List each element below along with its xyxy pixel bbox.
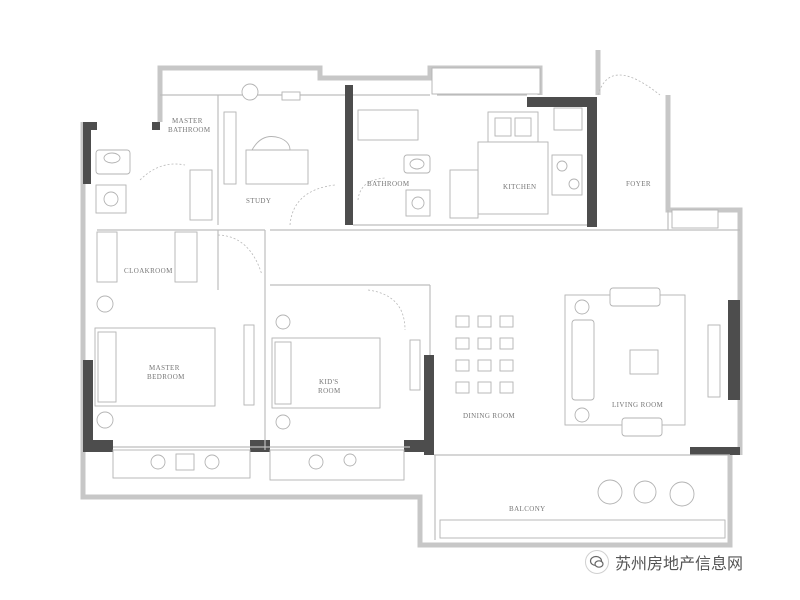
nightstand-icon: [96, 411, 114, 429]
label-master-bathroom-1: MASTER: [172, 117, 203, 125]
label-balcony: BALCONY: [509, 505, 546, 513]
desk-icon: [245, 149, 309, 185]
partitions: [97, 94, 740, 540]
label-foyer: FOYER: [626, 180, 651, 188]
chair-icon: [251, 136, 291, 151]
wechat-icon: [585, 550, 609, 574]
stool-icon: [343, 453, 357, 467]
counter-icon: [477, 141, 549, 215]
living-furniture: [564, 287, 721, 437]
nightstand-icon: [275, 314, 291, 330]
label-kids-room-1: KID'S: [319, 378, 339, 386]
label-dining-room: DINING ROOM: [463, 412, 515, 420]
door-swing-icon: [357, 177, 386, 201]
label-study: STUDY: [246, 197, 271, 205]
label-cloakroom: CLOAKROOM: [124, 267, 173, 275]
balcony-furniture: [112, 449, 726, 539]
entry-door-swing-icon: [597, 74, 661, 96]
master-bedroom-furniture: [94, 295, 255, 429]
bookshelf-icon: [223, 111, 237, 185]
desk-icon: [409, 339, 421, 391]
label-bathroom: BATHROOM: [367, 180, 410, 188]
window-unit-icon: [431, 67, 541, 95]
sofa-icon: [571, 319, 595, 401]
study-furniture: [223, 83, 336, 226]
round-table-icon: [633, 480, 657, 504]
chair-icon: [150, 454, 166, 470]
kitchen-fixtures: [431, 67, 583, 219]
label-master-bedroom-2: BEDROOM: [147, 373, 185, 381]
coffee-table-icon: [629, 349, 659, 375]
structural-walls: [83, 85, 740, 455]
wardrobe-icon: [96, 231, 118, 283]
tv-unit-icon: [243, 324, 255, 406]
bathtub-icon: [357, 109, 419, 141]
fridge-icon: [449, 169, 479, 219]
vanity-icon: [189, 169, 213, 221]
plant-icon: [308, 454, 324, 470]
label-master-bedroom-1: MASTER: [149, 364, 180, 372]
plant-icon: [241, 83, 259, 101]
balcony-rail-icon: [439, 519, 726, 539]
lounge-chair-icon: [597, 479, 623, 505]
window-bay-icon: [112, 449, 251, 479]
foyer-fixtures: [597, 74, 719, 229]
label-kitchen: KITCHEN: [503, 183, 537, 191]
kids-room-furniture: [271, 289, 421, 430]
master-bathroom-fixtures: [95, 149, 213, 221]
door-swing-icon: [289, 184, 336, 226]
stove-icon: [551, 154, 583, 196]
wardrobe-icon: [174, 231, 198, 283]
dining-chair-icon: [455, 315, 470, 328]
watermark-text: 苏州房地产信息网: [615, 554, 744, 573]
watermark: 苏州房地产信息网: [585, 550, 743, 574]
shoe-cabinet-icon: [671, 209, 719, 229]
chair-icon: [204, 454, 220, 470]
label-master-bathroom-2: BATHROOM: [168, 126, 211, 134]
door-swing-icon: [367, 289, 406, 331]
window-bay-icon: [269, 449, 405, 481]
nightstand-icon: [96, 295, 114, 313]
lounge-chair-icon: [669, 481, 695, 507]
dining-furniture: [455, 315, 514, 394]
nightstand-icon: [275, 414, 291, 430]
label-kids-room-2: ROOM: [318, 387, 341, 395]
cloakroom-fixtures: [96, 231, 263, 283]
bathroom-fixtures: [357, 109, 431, 217]
door-swing-icon: [139, 163, 186, 181]
armchair-icon: [621, 417, 663, 437]
room-labels: MASTER BATHROOM STUDY BATHROOM KITCHEN F…: [124, 117, 664, 513]
door-swing-icon: [217, 234, 263, 276]
appliance-icon: [553, 107, 583, 131]
label-living-room: LIVING ROOM: [612, 401, 664, 409]
tv-unit-icon: [707, 324, 721, 398]
side-table-icon: [175, 453, 195, 471]
armchair-icon: [609, 287, 661, 307]
